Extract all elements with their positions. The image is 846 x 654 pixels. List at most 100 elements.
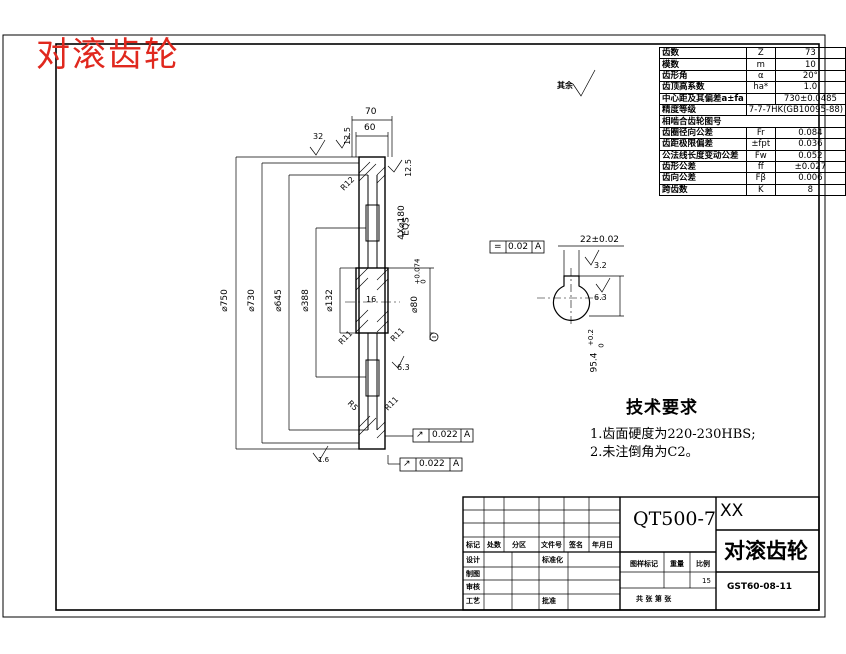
param-value: 8: [774, 183, 846, 197]
material: QT500-7: [633, 508, 717, 530]
company: XX: [720, 501, 744, 521]
gear-section: [345, 156, 400, 450]
param-row: 相啮合齿轮图号: [658, 115, 846, 128]
dim-d645: ⌀645: [273, 289, 284, 312]
tech-title: 技术要求: [626, 398, 698, 418]
param-name: 齿向公差: [659, 172, 747, 185]
tol3-value: 0.022: [419, 459, 445, 469]
param-row: 中心距及其偏差a±fa 730±0.0485: [659, 92, 846, 105]
tb-design: 设计: [466, 556, 480, 564]
param-value: ±0.027: [774, 160, 846, 174]
param-symbol: Z: [745, 46, 776, 60]
dim-d388: ⌀388: [300, 289, 311, 312]
tb-zone: 分区: [512, 541, 526, 549]
param-name: 齿距极限偏差: [659, 138, 747, 151]
param-name: 齿圈径向公差: [659, 126, 747, 140]
tb-mark: 标记: [466, 541, 480, 549]
tol3-symbol: ↗: [403, 459, 411, 469]
dim-d750: ⌀750: [219, 289, 230, 312]
tb-count: 处数: [487, 541, 501, 549]
tb-draw: 制图: [466, 570, 480, 578]
roughness-125a: 12.5: [342, 127, 352, 145]
param-value: 1.0: [774, 81, 846, 94]
roughness-16: 1.6: [318, 456, 330, 464]
param-name: 齿顶高系数: [659, 81, 747, 94]
title-block: [462, 496, 820, 611]
tech-line-2: 2.未注倒角为C2。: [590, 445, 699, 460]
roughness-125b: 12.5: [403, 159, 413, 177]
tol1-datum: A: [535, 242, 542, 252]
param-symbol: α: [745, 69, 776, 83]
tol2-value: 0.022: [432, 430, 458, 440]
tb-sheets: 共 张 第 张: [636, 595, 672, 603]
dim-bore-tol-lo: 0: [419, 279, 428, 284]
roughness-32b: 3.2: [594, 261, 607, 270]
dim-d132: ⌀132: [324, 289, 335, 312]
tol2-symbol: ↗: [416, 430, 424, 440]
dim-width-60: 60: [364, 123, 376, 133]
param-value: 0.036: [774, 138, 846, 151]
param-value: 7-7-7HK(GB10095-88): [745, 103, 846, 117]
watermark-title: 对滚齿轮: [36, 35, 180, 75]
param-name: 跨齿数: [659, 183, 747, 197]
tb-standard: 标准化: [542, 556, 563, 564]
dim-width-70: 70: [365, 107, 377, 117]
roughness-32: 32: [313, 132, 324, 141]
param-value: 73: [774, 46, 846, 60]
keyway-view: [537, 245, 624, 326]
drawing-number: GST60-08-11: [727, 582, 793, 592]
part-name: 对滚齿轮: [724, 538, 808, 563]
param-symbol: ±fpt: [745, 138, 776, 151]
param-symbol: Fw: [745, 149, 776, 162]
tb-doc: 文件号: [541, 541, 562, 549]
param-name: 齿形公差: [659, 160, 747, 174]
roughness-marks: [309, 69, 611, 462]
dim-eqs: EQS: [401, 217, 412, 236]
param-symbol: K: [745, 183, 776, 197]
param-value: 730±0.0485: [774, 92, 846, 105]
param-name: 齿数: [659, 46, 747, 60]
sheet-border: [2, 34, 826, 618]
datum-a-symbol: [429, 332, 439, 342]
param-symbol: Fr: [745, 126, 776, 140]
dim-d730: ⌀730: [246, 289, 257, 312]
dim-keyway-width: 22±0.02: [580, 235, 620, 245]
param-value: 0.006: [774, 172, 846, 185]
dim-keyway-depth: 95.4: [589, 352, 600, 373]
tb-check: 审核: [466, 583, 480, 591]
technical-requirements: 技术要求 1.齿面硬度为220-230HBS; 2.未注倒角为C2。: [590, 393, 756, 462]
tb-scale-value: 15: [702, 577, 711, 585]
param-name: 模数: [659, 58, 747, 71]
tol1-value: 0.02: [508, 242, 529, 252]
roughness-63b: 6.3: [594, 293, 607, 302]
tb-weight: 重量: [670, 560, 684, 568]
param-name: 公法线长度变动公差: [659, 149, 747, 162]
param-symbol: m: [745, 58, 776, 71]
tolerance-frames: [399, 240, 545, 472]
roughness-63a: 6.3: [397, 363, 410, 372]
dim-bore: ⌀80: [409, 296, 420, 313]
tb-date: 年月日: [592, 541, 613, 549]
param-name: 中心距及其偏差a±fa: [659, 92, 747, 105]
drawing-frame: [55, 43, 820, 611]
tol2-datum: A: [464, 430, 471, 440]
tb-craft: 工艺: [466, 597, 480, 605]
surface-note: 其余: [557, 81, 573, 90]
tb-scale: 比例: [696, 560, 710, 568]
tol3-datum: A: [453, 459, 460, 469]
tech-line-1: 1.齿面硬度为220-230HBS;: [590, 427, 756, 442]
param-symbol: ha*: [745, 81, 776, 94]
diameter-dimensions: [235, 116, 434, 450]
param-value: 10: [774, 58, 846, 71]
